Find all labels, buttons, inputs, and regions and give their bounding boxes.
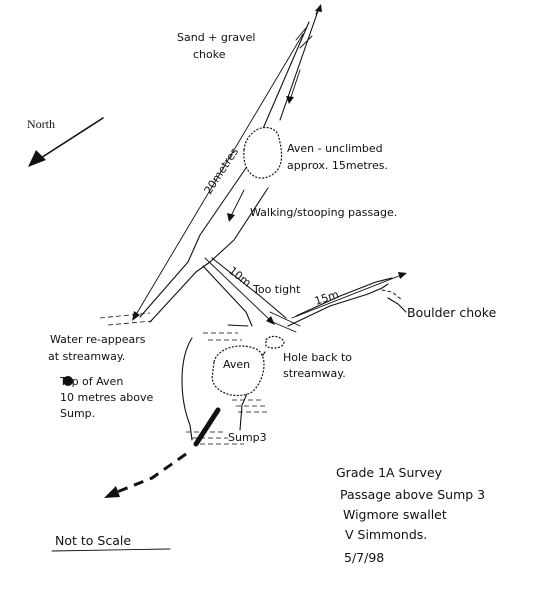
survey-leg-15m <box>287 272 407 327</box>
hole-back-label-line2: streamway. <box>283 367 346 380</box>
streamway-arrow <box>104 407 221 498</box>
water-reappears-line1: Water re-appears <box>50 333 146 346</box>
hole-back-label-line1: Hole back to <box>283 351 352 364</box>
survey-date: 5/7/98 <box>344 550 384 565</box>
top-of-aven-line1: Top of Aven <box>59 375 123 388</box>
sand-gravel-label-line1: Sand + gravel <box>177 31 255 44</box>
too-tight-marker <box>267 311 301 333</box>
aven-unclimbed-label-line2: approx. 15metres. <box>287 159 388 172</box>
walking-passage-label: Walking/stooping passage. <box>250 206 397 219</box>
aven-unclimbed-label-line1: Aven - unclimbed <box>287 142 383 155</box>
survey-cave: Wigmore swallet <box>343 507 447 522</box>
water-reappears-lines <box>99 312 153 326</box>
boulder-choke-label: Boulder choke <box>407 305 497 320</box>
north-arrow <box>28 117 104 167</box>
top-of-aven-line2: 10 metres above <box>60 391 154 404</box>
water-reappears-line2: at streamway. <box>48 350 125 363</box>
north-label: North <box>27 117 55 131</box>
top-of-aven-line3: Sump. <box>60 407 95 420</box>
survey-leg-10m <box>202 257 287 327</box>
sand-gravel-label-line2: choke <box>193 48 226 61</box>
survey-author: V Simmonds. <box>345 527 427 542</box>
survey-grade: Grade 1A Survey <box>336 465 443 480</box>
hole-back-shape <box>265 335 285 349</box>
sump3-label: Sump3 <box>228 431 267 444</box>
walking-passage-arrow <box>227 189 245 222</box>
main-passage <box>139 4 322 323</box>
twenty-metres-label: 20metres <box>202 145 242 196</box>
aven-shape <box>211 345 265 397</box>
not-to-scale-label: Not to Scale <box>55 533 131 548</box>
survey-passage: Passage above Sump 3 <box>340 487 485 502</box>
ten-m-label: 10m <box>226 264 253 289</box>
top-of-aven-marker <box>63 376 73 386</box>
survey-leg-20m <box>132 33 304 321</box>
aven-label: Aven <box>223 358 250 371</box>
survey-notes: Grade 1A Survey Passage above Sump 3 Wig… <box>336 465 485 565</box>
aven-unclimbed-shape <box>243 127 283 179</box>
too-tight-label: Too tight <box>252 283 301 296</box>
not-to-scale-underline <box>51 548 171 552</box>
